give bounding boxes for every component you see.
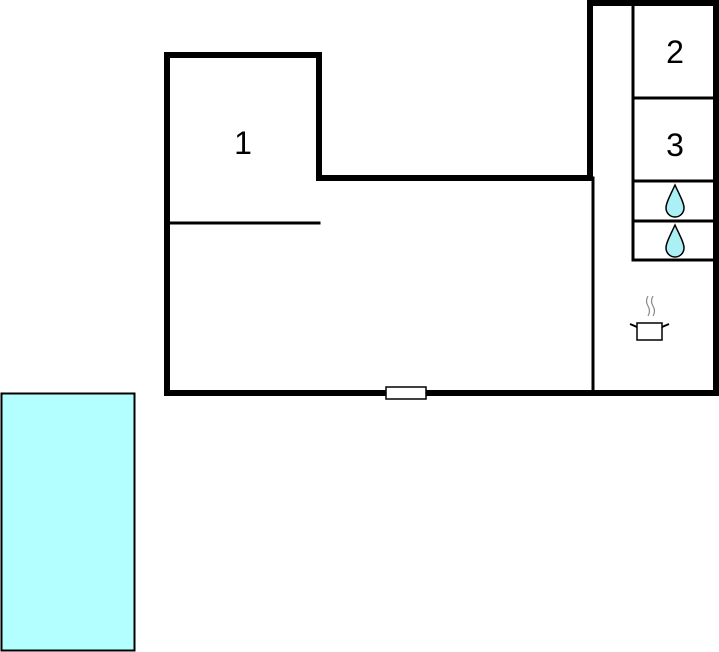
room-label-1: 1 (234, 125, 252, 161)
room-label-3: 3 (666, 127, 684, 163)
water-drop-icon (665, 183, 685, 218)
room-label-2: 2 (666, 34, 684, 70)
walls (164, 0, 719, 396)
door-icon (385, 386, 427, 400)
cooking-pot-icon (629, 295, 670, 341)
water-drop-icon (665, 223, 685, 258)
swimming-pool (0, 392, 136, 652)
